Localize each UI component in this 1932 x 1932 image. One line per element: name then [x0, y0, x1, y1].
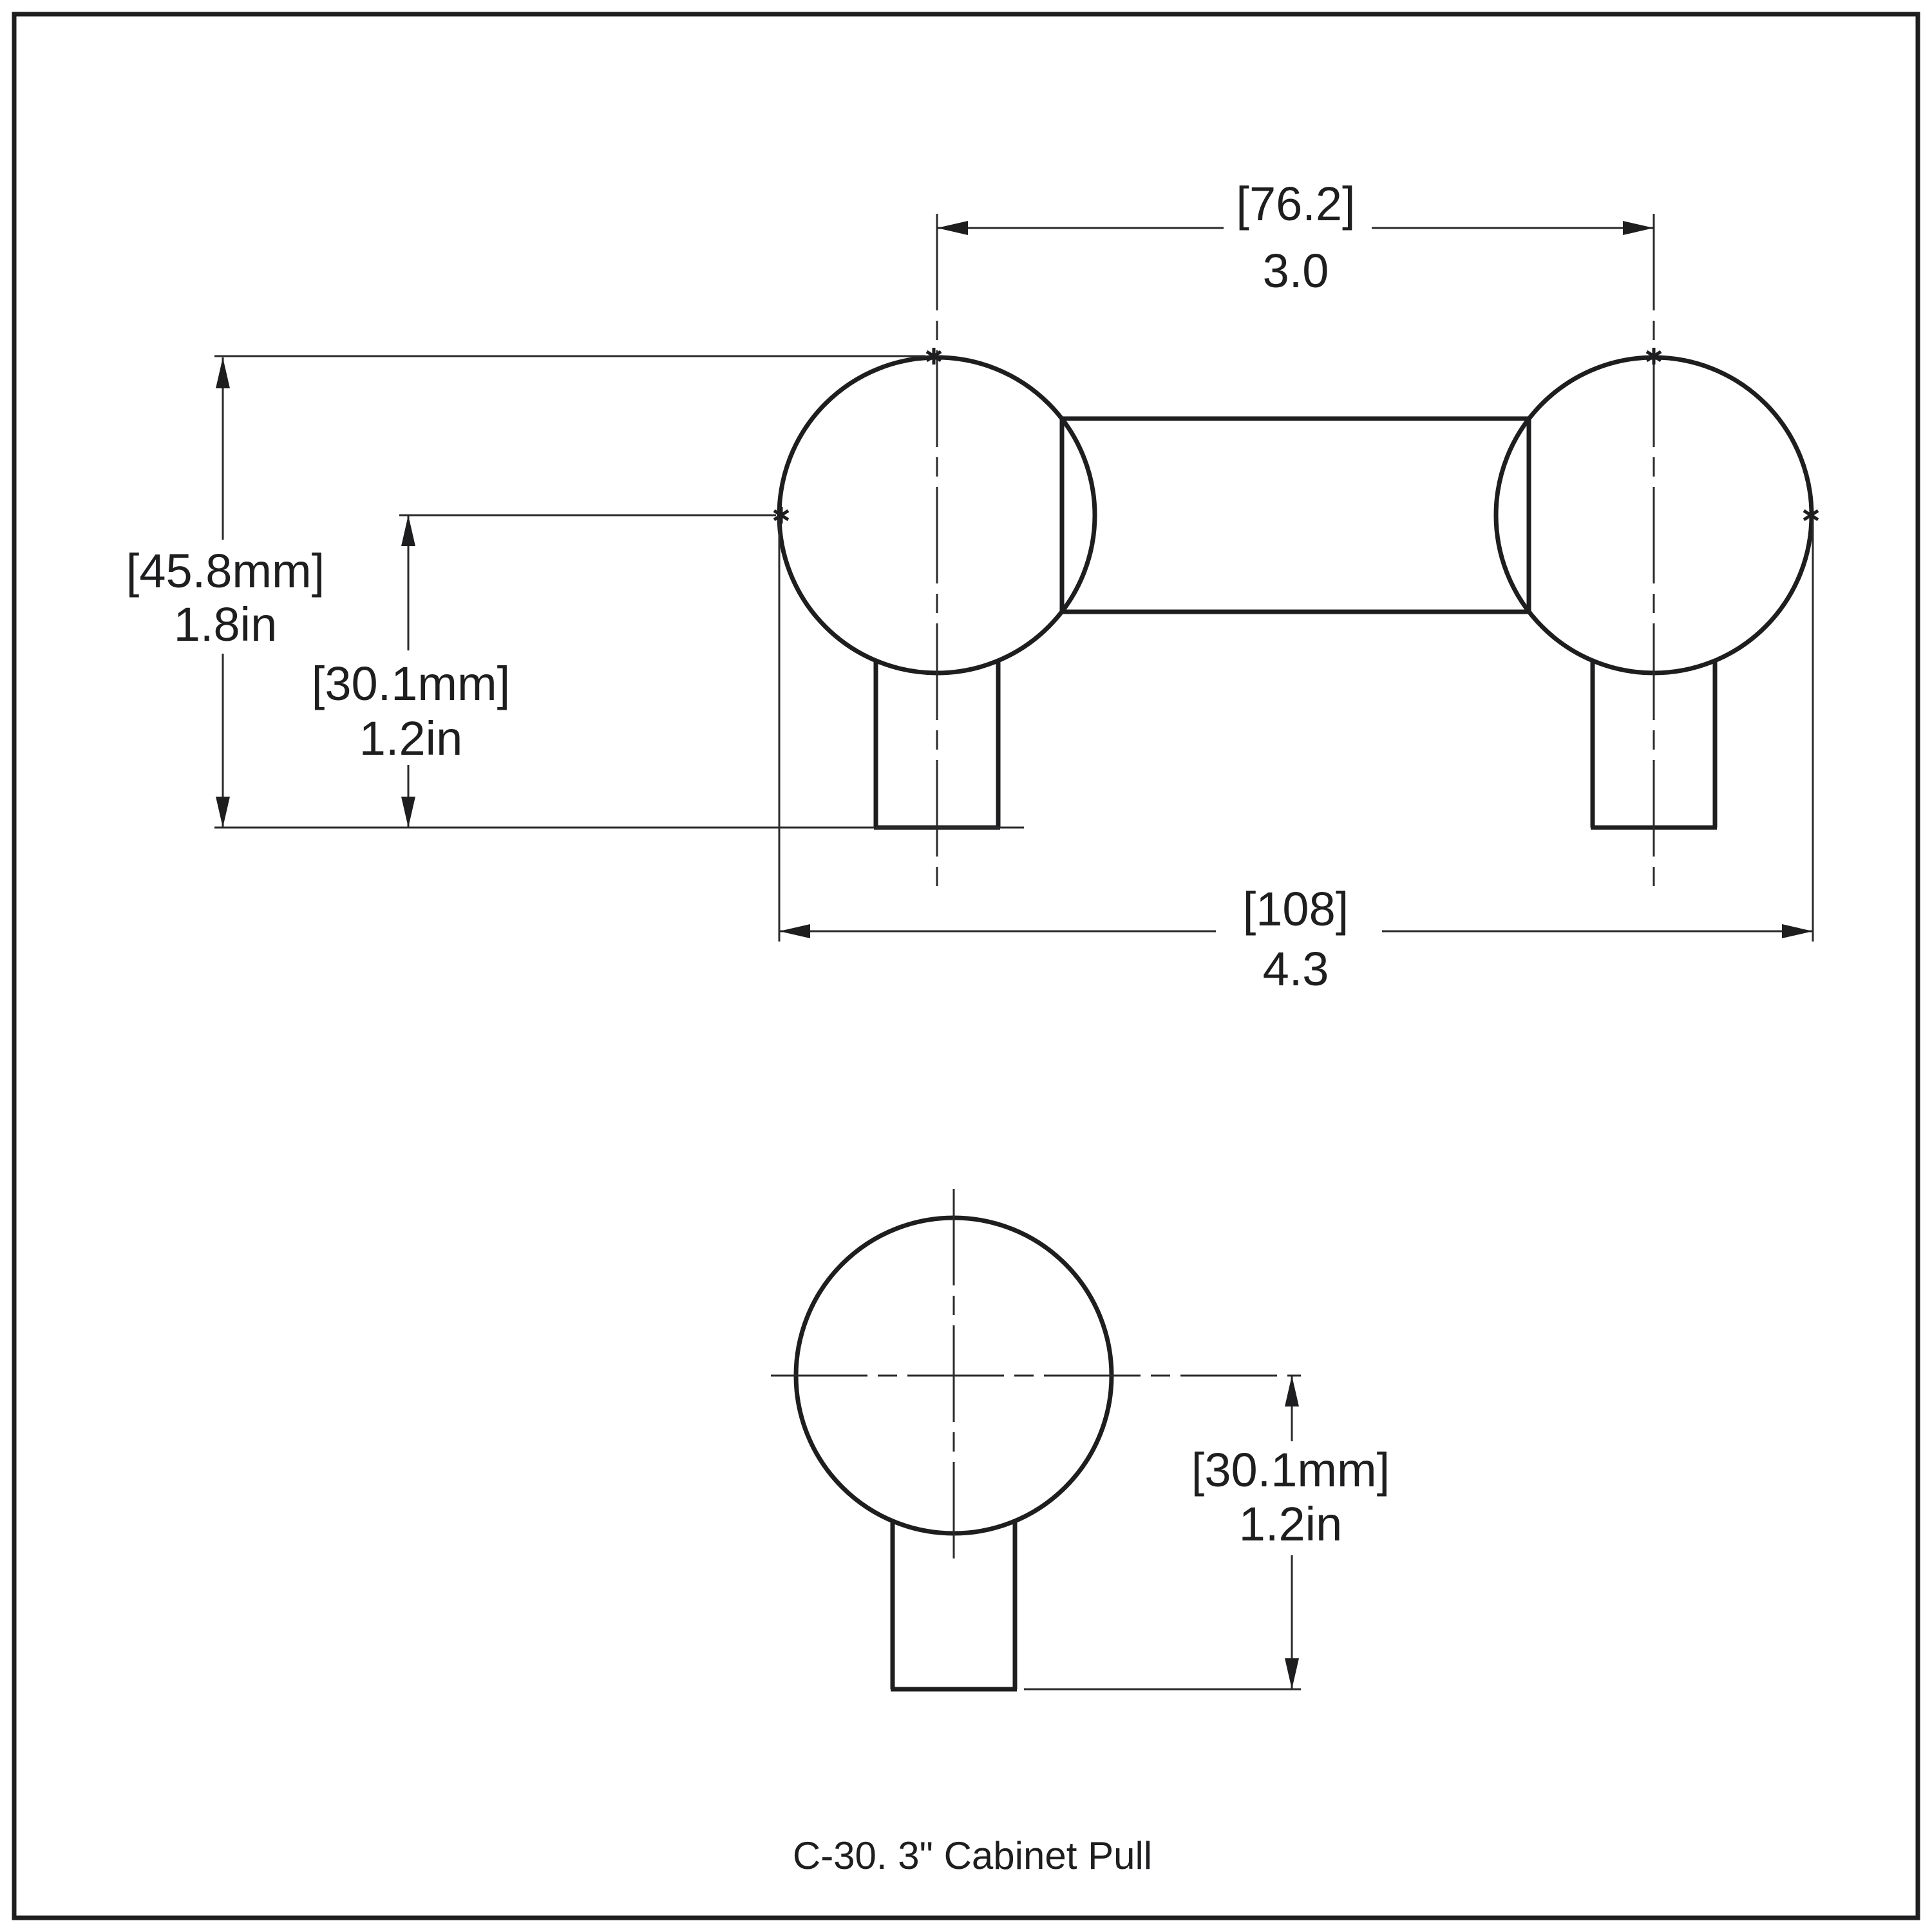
dimension-side-projection: [30.1mm] 1.2in	[1191, 1376, 1390, 1689]
dim-overall-length-imperial: 4.3	[1263, 942, 1329, 996]
drawing-caption: C-30. 3" Cabinet Pull	[793, 1834, 1152, 1877]
arrowhead-up-icon	[216, 357, 230, 388]
front-view: [76.2] 3.0 [108] 4.3 [45.8mm] 1.8in	[126, 177, 1819, 996]
dim-center-to-center-metric: [76.2]	[1236, 177, 1355, 231]
dimension-front-projection: [30.1mm] 1.2in	[312, 515, 510, 828]
tangent-marker-right-top	[1645, 348, 1662, 365]
tangent-marker-left-side	[773, 507, 790, 524]
arrowhead-down-icon	[401, 797, 415, 828]
dim-front-projection-metric: [30.1mm]	[312, 657, 510, 710]
dim-front-projection-imperial: 1.2in	[359, 712, 462, 765]
front-view-outline	[777, 355, 1814, 830]
dim-side-projection-metric: [30.1mm]	[1191, 1443, 1390, 1497]
tangent-marker-left-top	[925, 348, 942, 365]
arrowhead-down-icon	[216, 797, 230, 828]
dim-overall-height-imperial: 1.8in	[174, 598, 277, 651]
dim-overall-length-metric: [108]	[1243, 882, 1349, 936]
side-view: [30.1mm] 1.2in	[771, 1189, 1390, 1692]
arrowhead-up-icon	[401, 515, 415, 546]
arrowhead-down-icon	[1285, 1658, 1299, 1689]
tangent-marker-right-side	[1803, 507, 1819, 524]
dimension-center-to-center: [76.2] 3.0	[937, 177, 1654, 298]
side-view-outline	[793, 1215, 1114, 1692]
arrowhead-right-icon	[1782, 924, 1813, 938]
dimension-overall-length: [108] 4.3	[779, 882, 1813, 996]
arrowhead-left-icon	[937, 221, 968, 235]
arrowhead-left-icon	[779, 924, 810, 938]
dim-overall-height-metric: [45.8mm]	[126, 544, 325, 598]
dim-side-projection-imperial: 1.2in	[1239, 1497, 1342, 1551]
arrowhead-up-icon	[1285, 1376, 1299, 1406]
drawing-border	[12, 12, 1920, 1920]
dimension-overall-height: [45.8mm] 1.8in	[126, 357, 325, 828]
tangent-markers	[773, 348, 1819, 524]
dim-center-to-center-imperial: 3.0	[1263, 244, 1329, 298]
arrowhead-right-icon	[1623, 221, 1654, 235]
